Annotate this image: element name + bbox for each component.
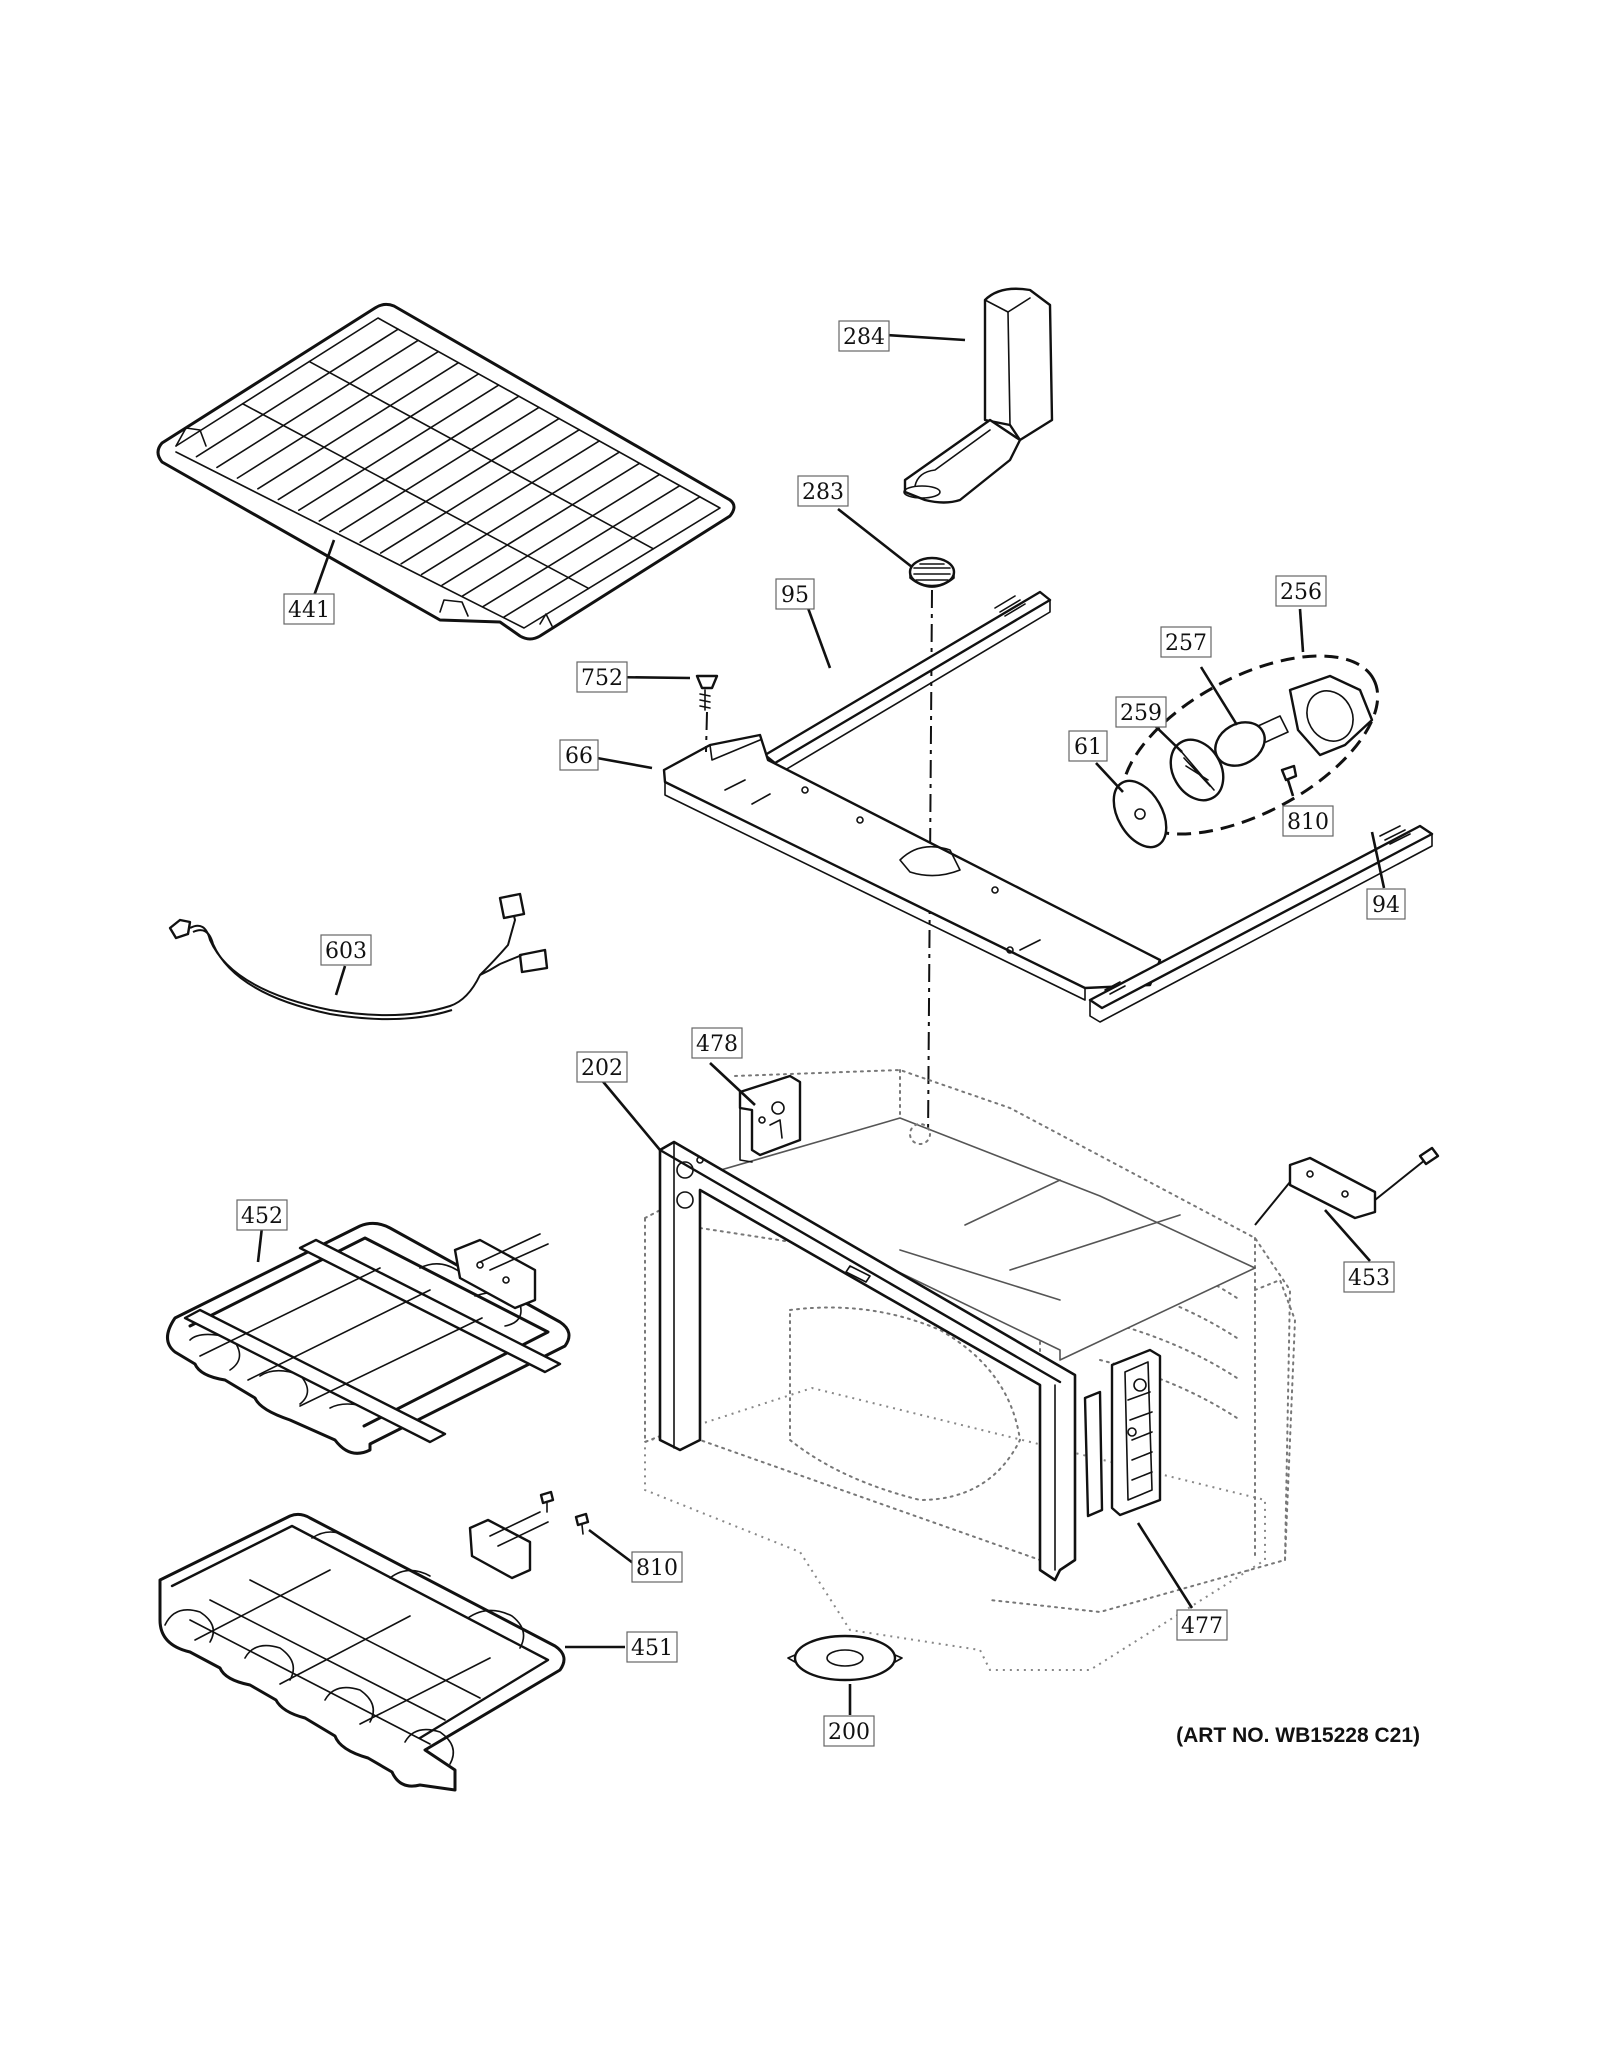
callout-453: 453: [1343, 1261, 1395, 1293]
rack-wire: [441, 462, 641, 586]
callout-810b: 810: [631, 1551, 683, 1583]
rack-wire: [400, 440, 601, 565]
rack-wire: [236, 350, 440, 479]
screws-810: [539, 1490, 590, 1535]
leader-lines: [256, 333, 1386, 1715]
svg-text:453: 453: [1348, 1266, 1390, 1291]
rack-crossbar: [308, 360, 655, 550]
svg-text:283: 283: [802, 480, 844, 505]
light-assembly-256: [1112, 654, 1380, 849]
callout-478: 478: [691, 1027, 743, 1059]
callout-441: 441: [283, 593, 335, 625]
callout-94: 94: [1366, 888, 1406, 920]
callout-66: 66: [559, 739, 599, 771]
rack-wire: [502, 496, 701, 619]
rack-wire: [359, 417, 560, 544]
callout-259: 259: [1115, 696, 1167, 728]
rack-wire: [420, 451, 621, 576]
callout-95: 95: [775, 578, 815, 610]
svg-text:477: 477: [1181, 1614, 1223, 1639]
rack-wire: [298, 384, 500, 512]
svg-text:452: 452: [241, 1204, 283, 1229]
svg-text:284: 284: [843, 325, 885, 350]
callout-451: 451: [626, 1631, 678, 1663]
svg-text:256: 256: [1280, 580, 1322, 605]
callout-labels: 441 284 283 95 256 257 752 259 61 66 810…: [236, 320, 1406, 1747]
vent-duct-284: [903, 287, 1054, 504]
hinge-477: [1083, 1348, 1162, 1518]
callout-452: 452: [236, 1199, 288, 1231]
callout-603: 603: [320, 934, 372, 966]
wire-harness-603: [168, 892, 549, 1021]
rack-wire: [318, 395, 520, 522]
svg-text:478: 478: [696, 1032, 738, 1057]
oven-rack-441: [156, 302, 736, 641]
rack-wire: [257, 361, 460, 490]
grille-283: [908, 556, 956, 588]
svg-text:441: 441: [288, 598, 330, 623]
rack-wire: [195, 328, 399, 458]
callout-752: 752: [576, 661, 628, 693]
svg-text:259: 259: [1120, 701, 1162, 726]
temperature-sensor-453: [1254, 1146, 1440, 1226]
rack-wire: [216, 339, 420, 469]
callout-61: 61: [1068, 730, 1108, 762]
bake-element-451: [158, 1511, 566, 1792]
cover-200: [787, 1634, 903, 1682]
callout-284: 284: [838, 320, 890, 352]
rack-crossbar: [241, 402, 590, 590]
oven-cavity-202: [644, 1068, 1297, 1671]
broil-element-452: [166, 1221, 571, 1455]
side-rail-94: [1088, 824, 1434, 1023]
svg-text:752: 752: [581, 666, 623, 691]
art-number: (ART NO. WB15228 C21): [1176, 1724, 1420, 1747]
svg-text:603: 603: [325, 939, 367, 964]
callout-810a: 810: [1282, 805, 1334, 837]
rack-wire: [461, 473, 661, 597]
svg-text:810: 810: [636, 1556, 678, 1581]
hinge-bracket-478: [738, 1074, 802, 1163]
svg-text:257: 257: [1165, 631, 1207, 656]
svg-text:66: 66: [565, 744, 593, 769]
callout-202: 202: [576, 1051, 628, 1083]
screw-752: [695, 674, 719, 753]
svg-text:200: 200: [828, 1720, 870, 1745]
rack-wire: [277, 373, 480, 501]
side-rail-95: [763, 590, 1052, 777]
callout-257: 257: [1160, 626, 1212, 658]
rack-wire: [379, 428, 580, 554]
svg-text:61: 61: [1074, 735, 1102, 760]
rack-wire: [338, 406, 540, 533]
callout-200: 200: [823, 1715, 875, 1747]
svg-text:95: 95: [781, 583, 809, 608]
rack-wire: [482, 484, 681, 608]
svg-text:810: 810: [1287, 810, 1329, 835]
svg-text:451: 451: [631, 1636, 673, 1661]
svg-text:94: 94: [1372, 893, 1400, 918]
callout-256: 256: [1275, 575, 1327, 607]
top-panel-66: [662, 733, 1162, 1001]
callout-477: 477: [1176, 1609, 1228, 1641]
svg-text:202: 202: [581, 1056, 623, 1081]
callout-283: 283: [797, 475, 849, 507]
